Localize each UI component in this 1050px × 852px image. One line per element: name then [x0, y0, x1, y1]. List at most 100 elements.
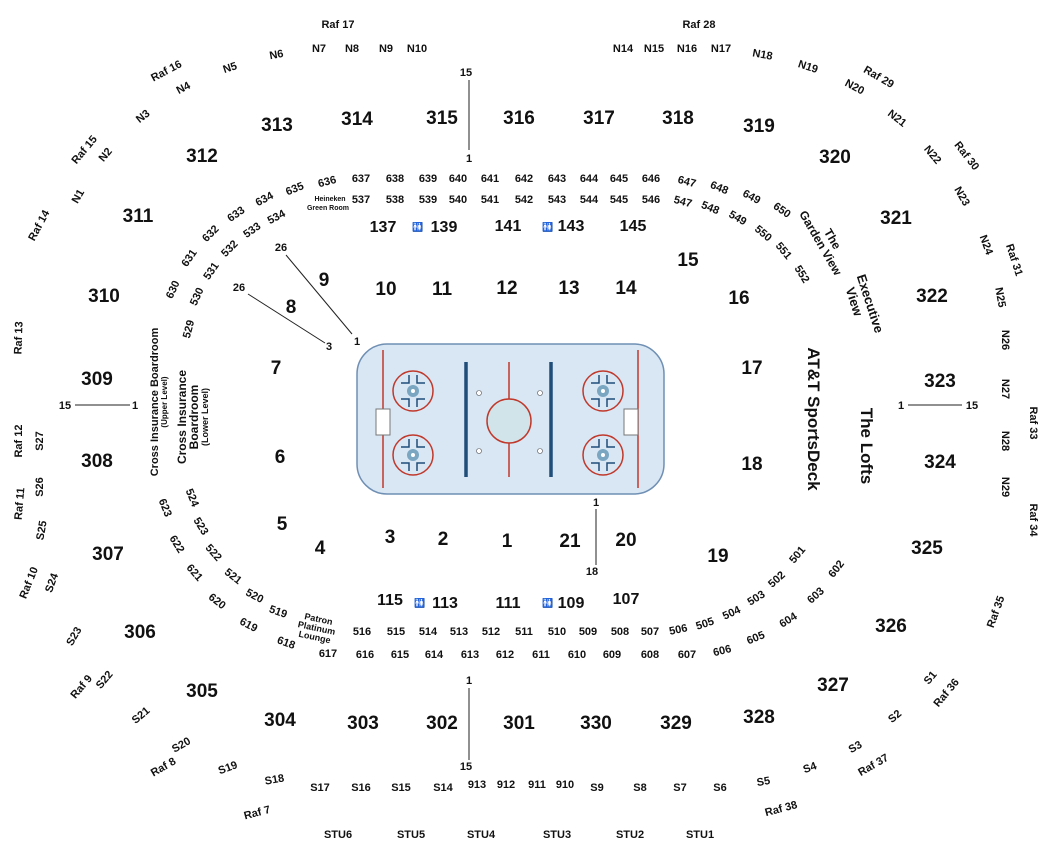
row-marker: 15	[966, 400, 978, 412]
row-marker: 26	[233, 282, 245, 294]
section[interactable]: 316	[503, 108, 535, 129]
section[interactable]: 3	[385, 527, 396, 548]
section[interactable]: 145	[620, 218, 647, 235]
cross-insurance-upper[interactable]: Cross Insurance Boardroom (Upper Level)	[149, 328, 169, 477]
row-label: 621	[184, 562, 205, 584]
section[interactable]: 139	[431, 219, 458, 236]
section[interactable]: 301	[503, 713, 535, 734]
section[interactable]: 7	[271, 358, 282, 379]
att-sportsdeck[interactable]: AT&T SportsDeck	[804, 347, 823, 491]
section[interactable]: 315	[426, 108, 458, 129]
section[interactable]: 15	[677, 250, 699, 271]
section[interactable]: 6	[275, 447, 286, 468]
section[interactable]: 302	[426, 713, 458, 734]
row-label: 602	[826, 558, 847, 580]
section[interactable]: 321	[880, 208, 912, 229]
executive-view[interactable]: Executive View	[843, 272, 887, 334]
row-label: 541	[481, 194, 499, 206]
faceoff-circle-top-left	[392, 370, 434, 412]
section[interactable]: 11	[432, 279, 453, 300]
section[interactable]: 137	[370, 219, 397, 236]
row-label: 508	[611, 626, 629, 638]
row-label: S1	[922, 669, 940, 687]
section[interactable]: 324	[924, 452, 956, 473]
section[interactable]: 305	[186, 681, 218, 702]
section[interactable]: 19	[707, 546, 728, 567]
section[interactable]: 20	[615, 530, 636, 551]
section[interactable]: 320	[819, 147, 851, 168]
row-label: 604	[777, 610, 800, 630]
section[interactable]: 141	[495, 218, 522, 235]
row-label: 603	[805, 585, 827, 606]
section[interactable]: 322	[916, 286, 948, 307]
section[interactable]: 311	[123, 206, 154, 227]
row-label: S25	[34, 520, 49, 541]
section[interactable]: 8	[286, 297, 297, 318]
lower-sections: 9 8 10 11 12 13 14 15 16 17 18 19 20 21 …	[271, 250, 763, 567]
section[interactable]: 303	[347, 713, 379, 734]
section[interactable]: 1	[502, 531, 513, 552]
section[interactable]: 113	[432, 595, 458, 612]
section[interactable]: 318	[662, 108, 694, 129]
section[interactable]: 9	[319, 270, 330, 291]
section[interactable]: 326	[875, 616, 907, 637]
the-lofts[interactable]: The Lofts	[857, 408, 876, 485]
section[interactable]: 12	[496, 278, 517, 299]
heineken-green-room[interactable]: Heineken Green Room	[307, 196, 349, 212]
row-label: 547	[672, 194, 693, 210]
row-label: Raf 33	[1027, 406, 1039, 439]
row-label: 647	[676, 174, 697, 190]
row-label: 515	[387, 626, 405, 638]
area-label: Green Room	[307, 205, 349, 212]
section[interactable]: 313	[261, 115, 293, 136]
section[interactable]: 329	[660, 713, 692, 734]
section[interactable]: 10	[375, 279, 396, 300]
section[interactable]: 330	[580, 713, 612, 734]
goal-crease-left	[375, 408, 391, 436]
section[interactable]: 307	[92, 544, 124, 565]
section[interactable]: 2	[438, 529, 449, 550]
section[interactable]: 306	[124, 622, 156, 643]
row-label: 507	[641, 626, 659, 638]
section[interactable]: 18	[741, 454, 762, 475]
section[interactable]: 309	[81, 369, 113, 390]
row-label: 636	[317, 174, 338, 190]
section[interactable]: 111	[496, 595, 521, 612]
neutral-dot	[537, 390, 543, 396]
patron-platinum-lounge[interactable]: Patron Platinum Lounge	[297, 611, 336, 645]
section[interactable]: 21	[559, 531, 581, 552]
row-label: 550	[752, 223, 774, 244]
row-label: 506	[668, 622, 688, 638]
section[interactable]: 16	[728, 288, 749, 309]
section[interactable]: 4	[315, 538, 326, 559]
row-label: 533	[241, 220, 263, 240]
section[interactable]: 115	[377, 592, 403, 609]
section[interactable]: 328	[743, 707, 775, 728]
section[interactable]: 317	[583, 108, 615, 129]
section[interactable]: 319	[743, 116, 775, 137]
row-label: 548	[699, 199, 721, 217]
section[interactable]: 325	[911, 538, 943, 559]
section[interactable]: 323	[924, 371, 956, 392]
section[interactable]: 304	[264, 710, 296, 731]
area-label: (Upper Level)	[160, 376, 169, 427]
section[interactable]: 310	[88, 286, 120, 307]
row-label: S14	[433, 782, 453, 794]
section[interactable]: 107	[613, 591, 640, 608]
section[interactable]: 13	[558, 278, 579, 299]
section[interactable]: 143	[558, 218, 585, 235]
section[interactable]: 17	[741, 358, 762, 379]
section[interactable]: 5	[277, 514, 288, 535]
cross-insurance-lower[interactable]: Cross Insurance Boardroom (Lower Level)	[175, 370, 210, 464]
section[interactable]: 308	[81, 451, 113, 472]
section[interactable]: 109	[558, 595, 585, 612]
restroom-icon: 🚻	[414, 597, 425, 608]
row-label: Raf 11	[13, 487, 28, 520]
section[interactable]: 312	[186, 146, 218, 167]
row-label: 644	[580, 173, 599, 185]
row-label: Raf 8	[149, 755, 178, 779]
row-label: 615	[391, 649, 409, 661]
section[interactable]: 327	[817, 675, 849, 696]
section[interactable]: 314	[341, 109, 373, 130]
section[interactable]: 14	[615, 278, 637, 299]
